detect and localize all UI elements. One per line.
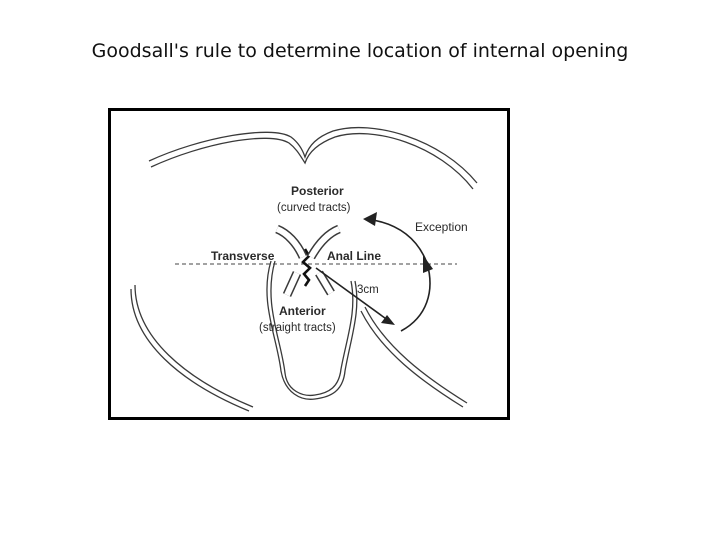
buttocks-outline bbox=[148, 126, 478, 190]
exception-arrowhead-upper bbox=[423, 255, 433, 273]
posterior-sub-label: (curved tracts) bbox=[277, 202, 351, 214]
distance-label: 3cm bbox=[357, 284, 379, 296]
anterior-sub-label: (straight tracts) bbox=[259, 322, 336, 334]
perineum-outline bbox=[130, 260, 468, 412]
diagram-canvas: Posterior (curved tracts) Exception Tran… bbox=[130, 126, 478, 412]
goodsall-diagram: Posterior (curved tracts) Exception Tran… bbox=[108, 108, 510, 420]
anterior-straight-tracts bbox=[282, 270, 335, 297]
transverse-label: Transverse bbox=[211, 249, 275, 263]
slide-title: Goodsall's rule to determine location of… bbox=[91, 40, 629, 62]
posterior-label: Posterior bbox=[291, 184, 344, 198]
anal-line-label: Anal Line bbox=[327, 249, 381, 263]
exception-label: Exception bbox=[415, 220, 468, 234]
anal-opening bbox=[301, 248, 312, 287]
anterior-label: Anterior bbox=[279, 304, 326, 318]
exception-arrow bbox=[366, 218, 431, 332]
three-cm-arrow bbox=[315, 267, 395, 325]
posterior-curved-tracts bbox=[275, 224, 341, 260]
exception-arrowhead-left bbox=[363, 212, 377, 226]
